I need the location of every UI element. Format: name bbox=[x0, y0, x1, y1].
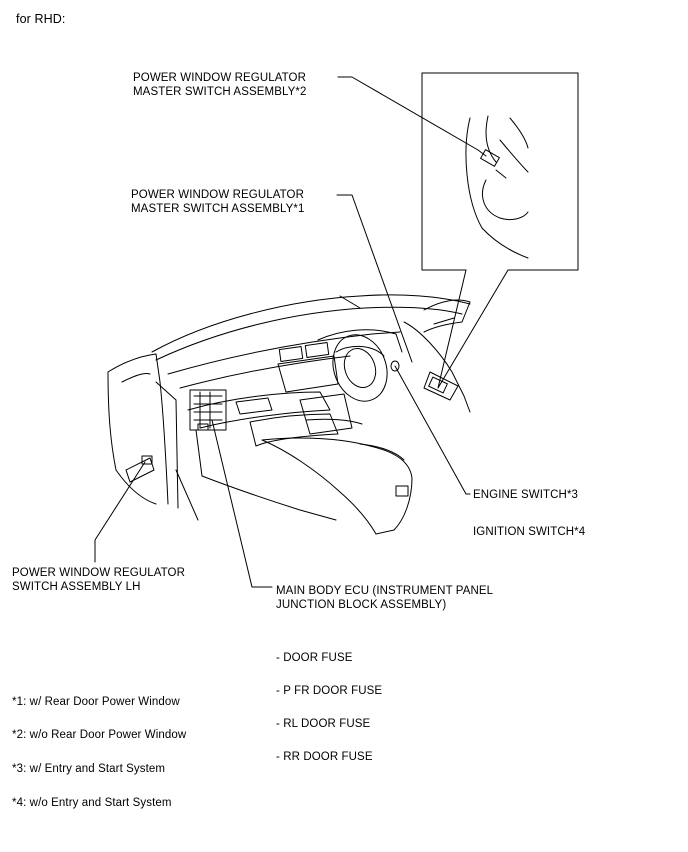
leader-lines bbox=[94, 76, 479, 588]
vehicle-interior bbox=[107, 294, 471, 535]
page-header: for RHD: bbox=[16, 12, 66, 26]
master-switch-2-label: POWER WINDOW REGULATOR MASTER SWITCH ASS… bbox=[133, 72, 307, 98]
fuse-item: - DOOR FUSE bbox=[276, 652, 353, 664]
main-body-ecu-label: MAIN BODY ECU (INSTRUMENT PANEL JUNCTION… bbox=[276, 585, 494, 611]
footnote: *4: w/o Entry and Start System bbox=[12, 797, 172, 809]
fuse-item: - RR DOOR FUSE bbox=[276, 751, 373, 763]
footnote: *3: w/ Entry and Start System bbox=[12, 763, 166, 775]
detail-inset bbox=[421, 72, 579, 389]
engine-switch-label: ENGINE SWITCH*3 bbox=[473, 489, 579, 501]
fuse-item: - RL DOOR FUSE bbox=[276, 718, 371, 730]
fuse-item: - P FR DOOR FUSE bbox=[276, 685, 383, 697]
footnote: *1: w/ Rear Door Power Window bbox=[12, 696, 180, 708]
ignition-switch-label: IGNITION SWITCH*4 bbox=[473, 526, 586, 538]
switch-lh-label: POWER WINDOW REGULATOR SWITCH ASSEMBLY L… bbox=[12, 567, 185, 593]
master-switch-1-label: POWER WINDOW REGULATOR MASTER SWITCH ASS… bbox=[131, 189, 305, 215]
footnote: *2: w/o Rear Door Power Window bbox=[12, 729, 187, 741]
